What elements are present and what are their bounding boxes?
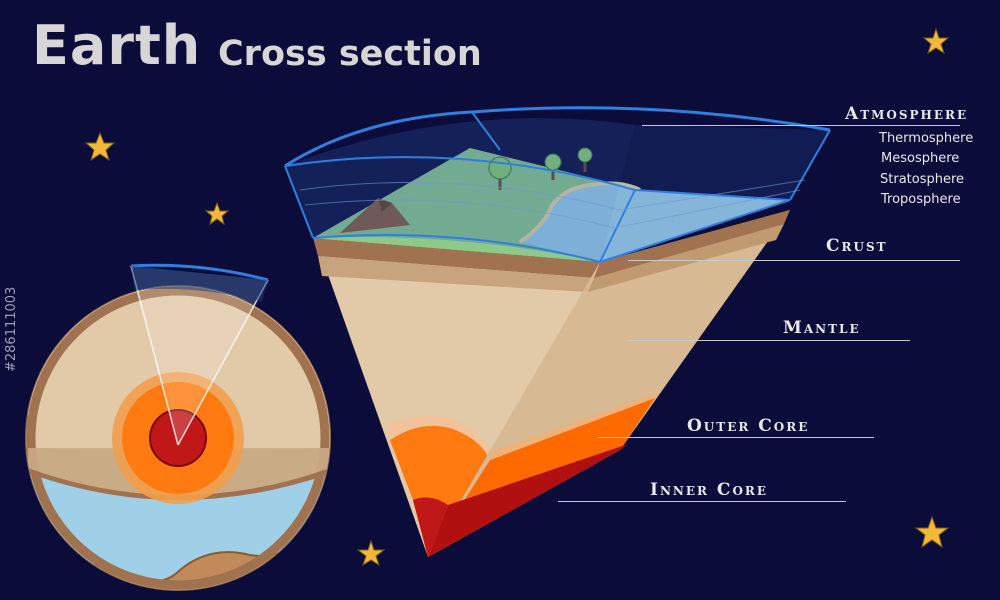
- page-title: Earth: [32, 14, 202, 77]
- wedge-surface-ocean: [520, 183, 790, 262]
- inner-core-leader-line: [558, 501, 846, 502]
- label-mesosphere: Mesosphere: [881, 151, 960, 166]
- label-troposphere: Troposphere: [881, 192, 961, 207]
- star-icon: [914, 515, 950, 549]
- earth-wedge: [284, 106, 831, 557]
- star-icon: [356, 539, 386, 567]
- label-crust: Crust: [826, 236, 888, 256]
- label-thermosphere: Thermosphere: [879, 131, 974, 146]
- wedge-left-face-mantle: [315, 238, 600, 557]
- atmosphere-box: [284, 106, 831, 264]
- tree-icon: [577, 147, 593, 163]
- mantle-leader-line: [628, 340, 910, 341]
- atmosphere-leader-line: [642, 125, 960, 126]
- label-mantle: Mantle: [783, 318, 861, 338]
- star-icon: [922, 27, 950, 55]
- wedge-left-outer-core: [390, 425, 490, 557]
- page-subtitle: Cross section: [218, 34, 482, 74]
- globe-atmosphere-arc: [130, 263, 269, 282]
- stars: [84, 27, 950, 567]
- outer-core-leader-line: [598, 437, 874, 438]
- label-inner-core: Inner Core: [650, 480, 769, 500]
- globe-mantle: [28, 286, 330, 452]
- globe-wedge: [131, 266, 268, 445]
- mountain: [340, 198, 410, 233]
- wedge-right-face-crust: [594, 210, 790, 278]
- globe-inner-core: [149, 409, 207, 467]
- wedge-left-face-crust: [313, 238, 600, 278]
- stock-id-watermark: #286111003: [4, 286, 19, 372]
- label-atmosphere: Atmosphere: [845, 104, 969, 124]
- label-outer-core: Outer Core: [687, 416, 810, 436]
- trees: [488, 147, 593, 190]
- wedge-right-inner-core: [428, 444, 628, 557]
- label-stratosphere: Stratosphere: [880, 172, 965, 187]
- star-icon: [204, 201, 230, 226]
- crust-leader-line: [628, 260, 960, 261]
- star-icon: [84, 131, 116, 162]
- globe-cutaway: [25, 263, 331, 591]
- wedge-left-inner-core: [413, 497, 448, 557]
